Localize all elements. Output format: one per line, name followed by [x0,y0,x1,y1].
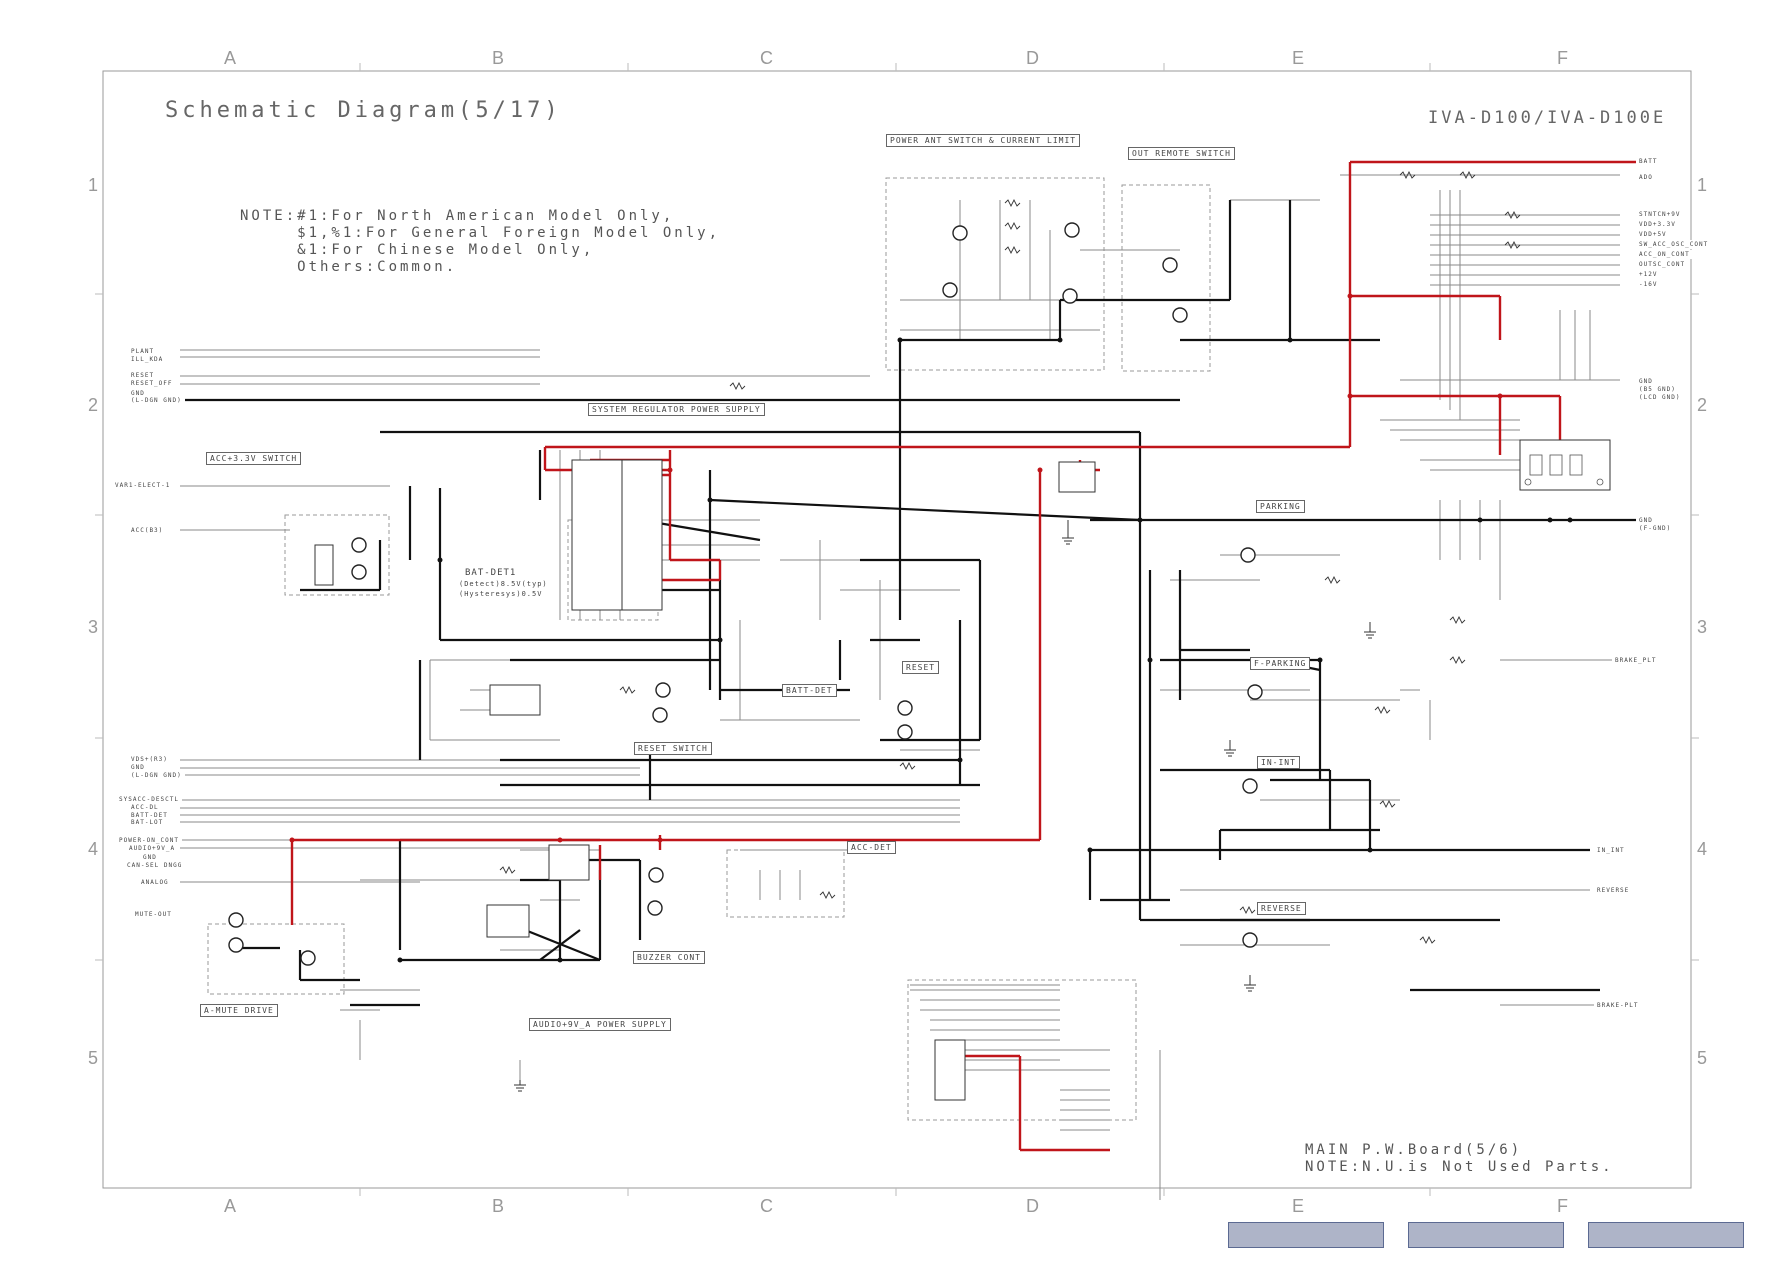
block-audio-supply: AUDIO+9V_A POWER SUPPLY [529,1018,671,1031]
grid-letter-a: A [224,1196,237,1216]
block-f-parking: F-PARKING [1250,657,1311,670]
grid-number-3: 3 [88,617,99,637]
left-signal: ACC(B3) [128,526,167,535]
note-line: NOTE:#1:For North American Model Only, [240,208,675,224]
grid-letter-f: F [1557,48,1568,68]
model-notes: NOTE:#1:For North American Model Only, $… [240,208,720,276]
grid-letter-c: C [760,1196,773,1216]
right-signal: IN_INT [1594,846,1628,855]
right-signal: (LCD GND) [1636,393,1684,402]
right-signal: GND [1636,516,1656,525]
right-signal: -16V [1636,280,1661,289]
block-batt-det: BATT-DET [782,684,837,697]
left-signal: (L-DGN GND) [128,771,185,780]
right-signal: (B5 GND) [1636,385,1679,394]
grid-letter-b: B [492,1196,505,1216]
left-signal: POWER-ON_CONT [116,836,182,845]
block-in-int: IN-INT [1257,756,1300,769]
left-signal: SYSACC-DESCTL [116,795,182,804]
block-reset: RESET [902,661,940,674]
left-signal: GND [140,853,160,862]
left-signal: BATT-DET [128,811,171,820]
right-signal: REVERSE [1594,886,1633,895]
right-signal: SW_ACC_OSC_CONT [1636,240,1712,249]
note-line: Others:Common. [240,259,458,275]
note-line: &1:For Chinese Model Only, [240,242,595,258]
grid-number-2: 2 [88,395,99,415]
right-signal: ACC_ON_CONT [1636,250,1693,259]
grid-letter-d: D [1026,1196,1039,1216]
block-system-regulator: SYSTEM REGULATOR POWER SUPPLY [588,403,765,416]
block-acc-switch: ACC+3.3V SWITCH [206,452,302,465]
right-signal: BRAKE-PLT [1594,1001,1642,1010]
grid-number-1: 1 [1697,175,1708,195]
right-signal: OUTSC_CONT [1636,260,1689,269]
left-signal: GND [128,763,148,772]
right-signal: BRAKE_PLT [1612,656,1660,665]
grid-number-1: 1 [88,175,99,195]
block-out-remote-switch: OUT REMOTE SWITCH [1128,147,1235,160]
right-signal: +12V [1636,270,1661,279]
block-buzzer-cont: BUZZER CONT [633,951,705,964]
model-number: IVA-D100/IVA-D100E [1428,108,1667,128]
grid-number-4: 4 [88,839,99,859]
grid-letter-a: A [224,48,237,68]
note-line: $1,%1:For General Foreign Model Only, [240,225,721,241]
contents-button[interactable] [1408,1222,1564,1248]
left-signal: RESET_OFF [128,379,176,388]
left-signal: PLANT [128,347,158,356]
left-signal: AUDIO+9V_A [126,844,179,853]
block-a-mute-drive: A-MUTE DRIVE [200,1004,278,1017]
grid-number-5: 5 [1697,1048,1708,1068]
grid-number-5: 5 [88,1048,99,1068]
left-signal: ANALOG [138,878,172,887]
left-signal: ACC-DL [128,803,162,812]
left-signal: BAT-LOT [128,818,167,827]
left-signal: (L-DGN GND) [128,396,185,405]
left-signal: MUTE-OUT [132,910,175,919]
block-power-ant-switch: POWER ANT SWITCH & CURRENT LIMIT [886,134,1081,147]
left-signal: CAN-SEL DNGG [124,861,186,870]
right-signal: VDD+5V [1636,230,1670,239]
next-page-button[interactable] [1588,1222,1744,1248]
sheet-title: Schematic Diagram(5/17) [165,98,562,123]
block-reverse: REVERSE [1257,902,1306,915]
grid-letter-e: E [1292,1196,1305,1216]
block-reset-switch: RESET SWITCH [634,742,712,755]
grid-number-2: 2 [1697,395,1708,415]
grid-letter-f: F [1557,1196,1568,1216]
nu-note: NOTE:N.U.is Not Used Parts. [1305,1159,1614,1175]
left-signal: GND [128,389,148,398]
right-signal: BATT [1636,157,1661,166]
prev-page-button[interactable] [1228,1222,1384,1248]
left-signal: ILL_KDA [128,355,167,364]
grid-letter-e: E [1292,48,1305,68]
grid-number-3: 3 [1697,617,1708,637]
left-signal: VDS+(R3) [128,755,171,764]
grid-letter-b: B [492,48,505,68]
block-bat-det1: BAT-DET1 [462,567,520,579]
board-footer: MAIN P.W.Board(5/6) NOTE:N.U.is Not Used… [1305,1142,1614,1176]
grid-number-4: 4 [1697,839,1708,859]
right-signal: GND [1636,377,1656,386]
bat-det1-detect: (Detect)8.5V(typ) [456,579,551,589]
grid-letter-c: C [760,48,773,68]
right-signal: STNTCN+9V [1636,210,1684,219]
block-parking: PARKING [1256,500,1305,513]
board-name: MAIN P.W.Board(5/6) [1305,1142,1523,1158]
grid-letter-d: D [1026,48,1039,68]
block-acc-det: ACC-DET [847,841,896,854]
left-signal: VAR1-ELECT-1 [112,481,174,490]
bat-det1-hysteresys: (Hysteresys)0.5V [456,589,546,599]
right-signal: (F-GND) [1636,524,1675,533]
left-signal: RESET [128,371,158,380]
right-signal: VDD+3.3V [1636,220,1679,229]
right-signal: ADO [1636,173,1656,182]
